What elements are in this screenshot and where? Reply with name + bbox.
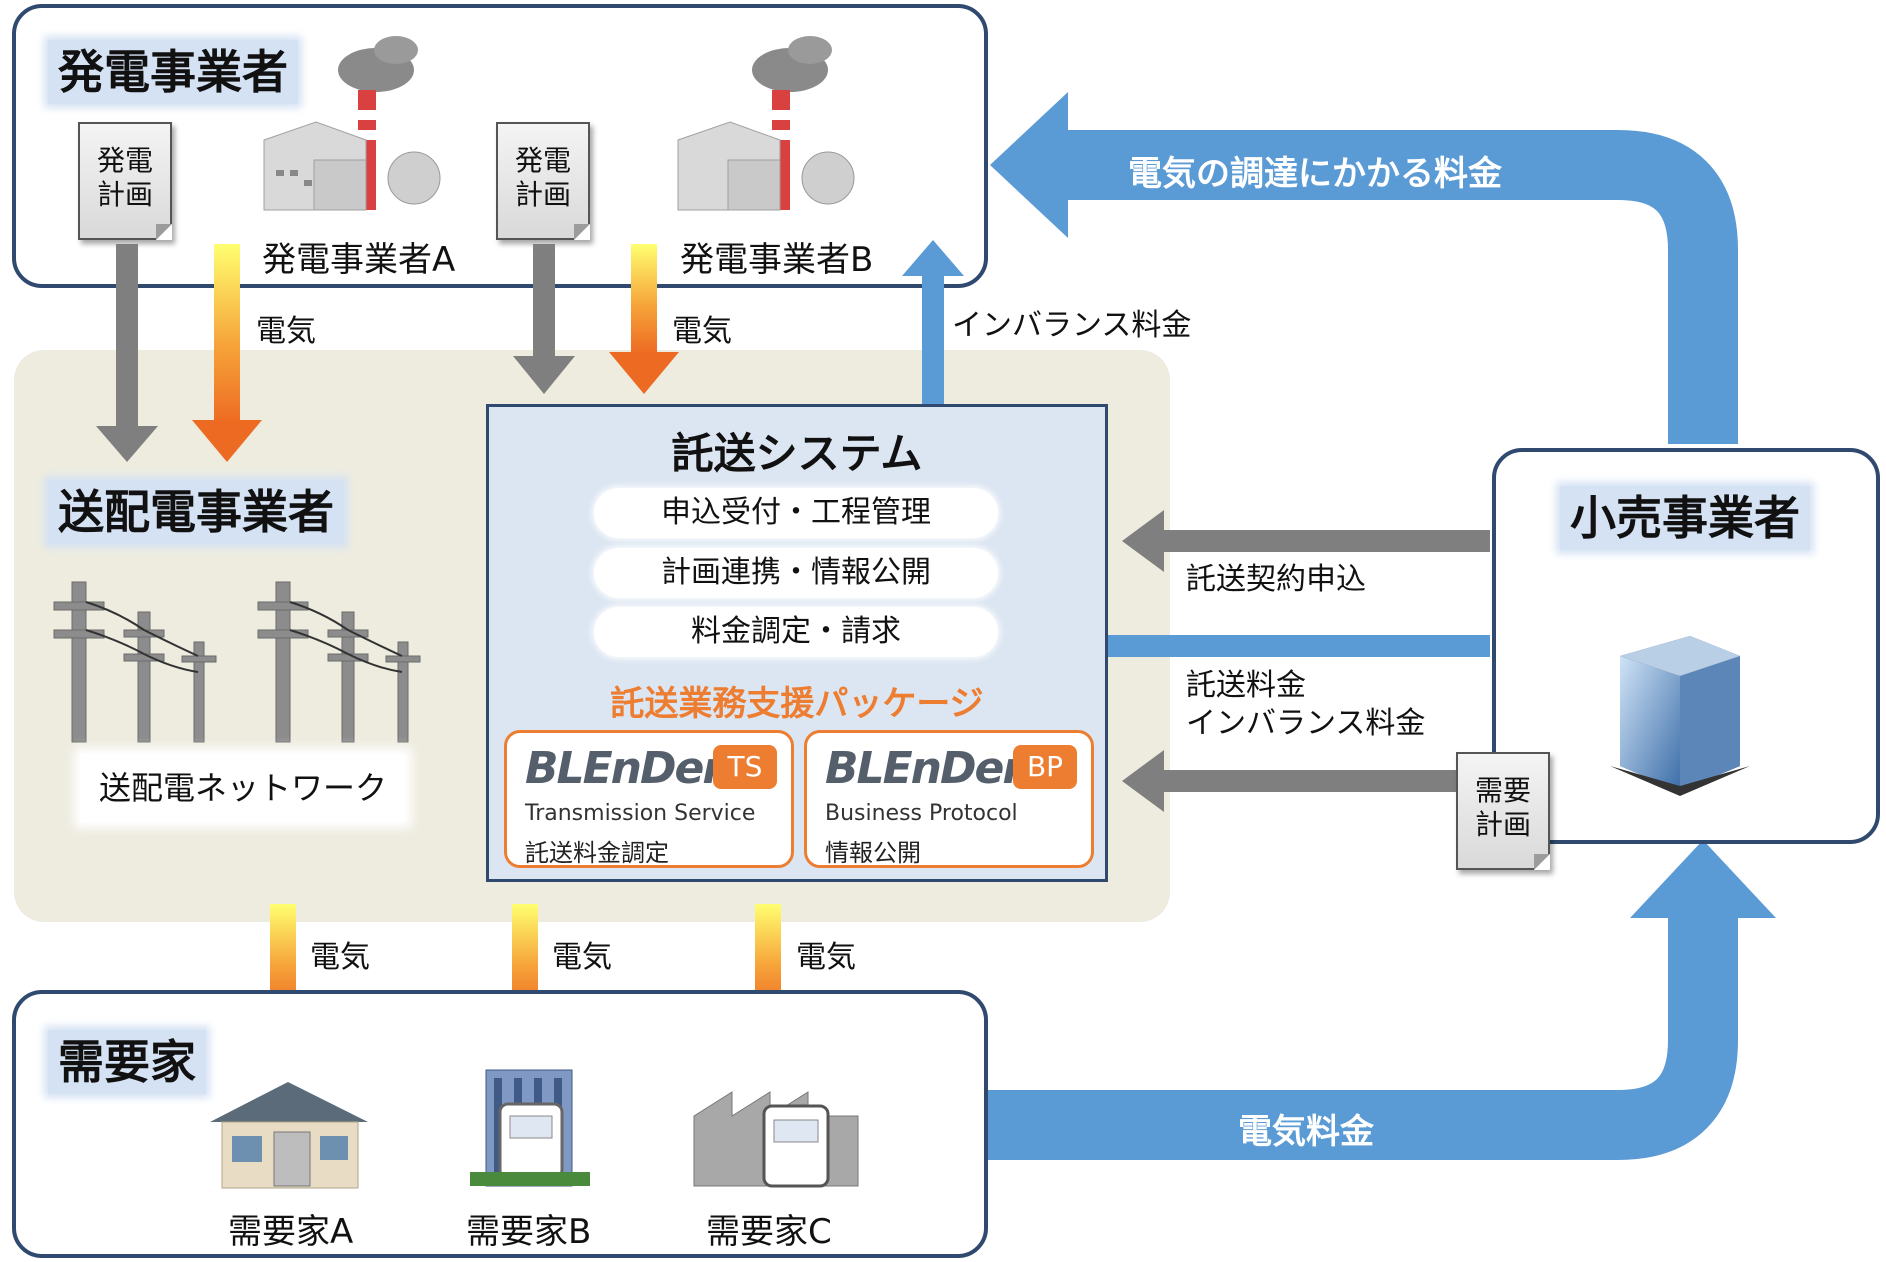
building-meter-icon — [470, 1069, 590, 1187]
office-building-icon — [1610, 636, 1750, 796]
electricity-label-b: 電気 — [672, 314, 732, 349]
generation-plan-doc-a: 発電 計画 — [78, 122, 172, 240]
badge-bp: BP — [1013, 745, 1077, 789]
consumer-b-label: 需要家B — [466, 1212, 592, 1252]
transmission-operator-title: 送配電事業者 — [48, 480, 344, 544]
factory-meter-icon — [693, 1091, 859, 1188]
package-ts-jp: 託送料金調定 — [525, 839, 669, 867]
retailer-title: 小売事業者 — [1560, 486, 1810, 550]
package-bp: BLEnDer BP Business Protocol 情報公開 — [804, 730, 1094, 868]
package-bp-jp: 情報公開 — [825, 839, 921, 867]
consumer-a-label: 需要家A — [228, 1212, 354, 1252]
electricity-label-c2: 電気 — [552, 940, 612, 975]
function-billing: 料金調定・請求 — [594, 607, 998, 657]
badge-ts: TS — [713, 745, 777, 789]
consignment-fee-label: 託送料金 — [1186, 668, 1306, 703]
electricity-fee-label: 電気料金 — [1238, 1112, 1374, 1152]
package-ts: BLEnDer TS Transmission Service 託送料金調定 — [504, 730, 794, 868]
procurement-fee-arrow — [990, 92, 1738, 444]
electricity-label-a: 電気 — [256, 314, 316, 349]
package-bp-en: Business Protocol — [825, 801, 1018, 826]
generator-b-label: 発電事業者B — [680, 240, 874, 280]
generation-title: 発電事業者 — [48, 40, 298, 104]
electricity-label-c1: 電気 — [310, 940, 370, 975]
package-title: 託送業務支援パッケージ — [610, 684, 984, 724]
house-icon — [210, 1082, 368, 1189]
demand-plan-doc: 需要 計画 — [1456, 752, 1550, 870]
consigned-system-title: 託送システム — [671, 429, 923, 478]
consumers-title: 需要家 — [48, 1030, 206, 1094]
network-label: 送配電ネットワーク — [98, 769, 387, 807]
network-label-box: 送配電ネットワーク — [80, 754, 406, 822]
consumer-c-label: 需要家C — [706, 1212, 832, 1252]
electricity-label-c3: 電気 — [796, 940, 856, 975]
blender-logo-ts: BLEnDer — [525, 743, 724, 794]
imbalance-fee-label: インバランス料金 — [1186, 706, 1426, 741]
electricity-fee-arrow — [985, 840, 1776, 1160]
imbalance-label: インバランス料金 — [952, 308, 1192, 343]
procurement-fee-label: 電気の調達にかかる料金 — [1128, 154, 1502, 194]
power-plant-a-icon — [263, 36, 441, 211]
utility-poles-icon — [53, 581, 421, 743]
package-ts-en: Transmission Service — [525, 801, 756, 826]
function-plan-disclosure: 計画連携・情報公開 — [594, 548, 998, 598]
power-plant-b-icon — [677, 36, 855, 211]
generation-plan-doc-b: 発電 計画 — [496, 122, 590, 240]
blender-logo-bp: BLEnDer — [825, 743, 1024, 794]
function-application: 申込受付・工程管理 — [594, 488, 998, 538]
consignment-application-label: 託送契約申込 — [1186, 562, 1366, 597]
generator-a-label: 発電事業者A — [262, 240, 456, 280]
